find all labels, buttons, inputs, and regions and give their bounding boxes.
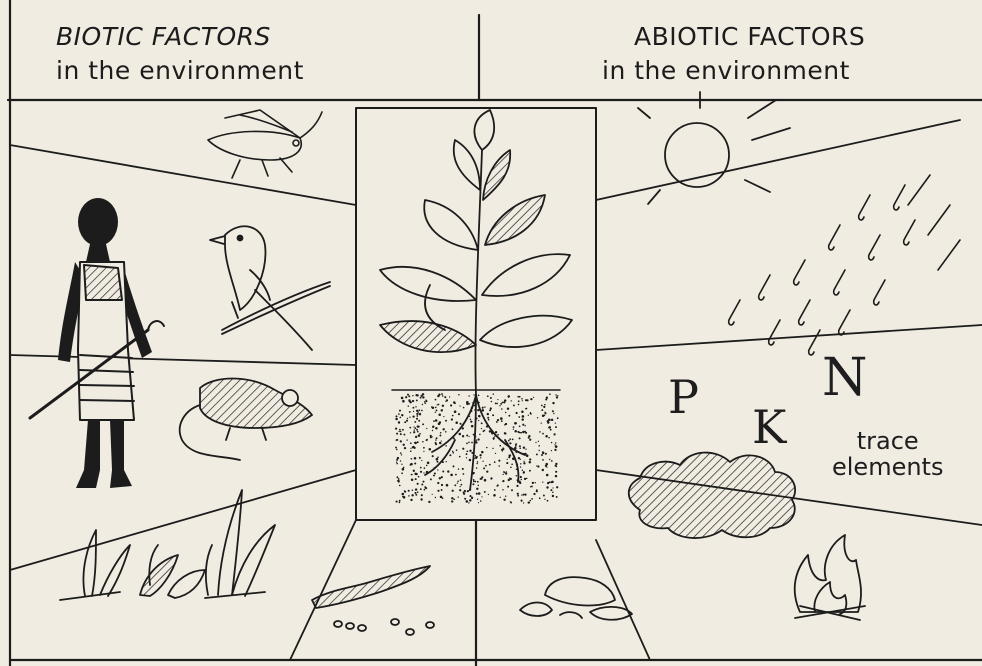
soil-icon [395,393,559,504]
cloud-icon [629,453,795,539]
nutrient-k-label: K [752,400,786,454]
grass-icon [60,490,275,600]
sun-icon [638,92,790,204]
mouse-icon [180,378,312,460]
bird-icon [210,226,330,350]
trace-label-line2: elements [832,454,943,480]
abiotic-subtitle: in the environment [602,56,850,85]
frame-lines [8,0,982,666]
abiotic-title: ABIOTIC FACTORS [634,22,865,51]
trace-elements-label: trace elements [832,428,943,480]
nutrient-n-label: N [822,348,868,408]
nutrient-p-label: P [668,370,699,424]
person-icon [30,198,164,488]
biotic-title: BIOTIC FACTORS [56,22,271,51]
grasshopper-icon [208,110,322,178]
fire-icon [795,535,865,620]
trace-label-line1: trace [832,428,943,454]
biotic-subtitle: in the environment [56,56,304,85]
